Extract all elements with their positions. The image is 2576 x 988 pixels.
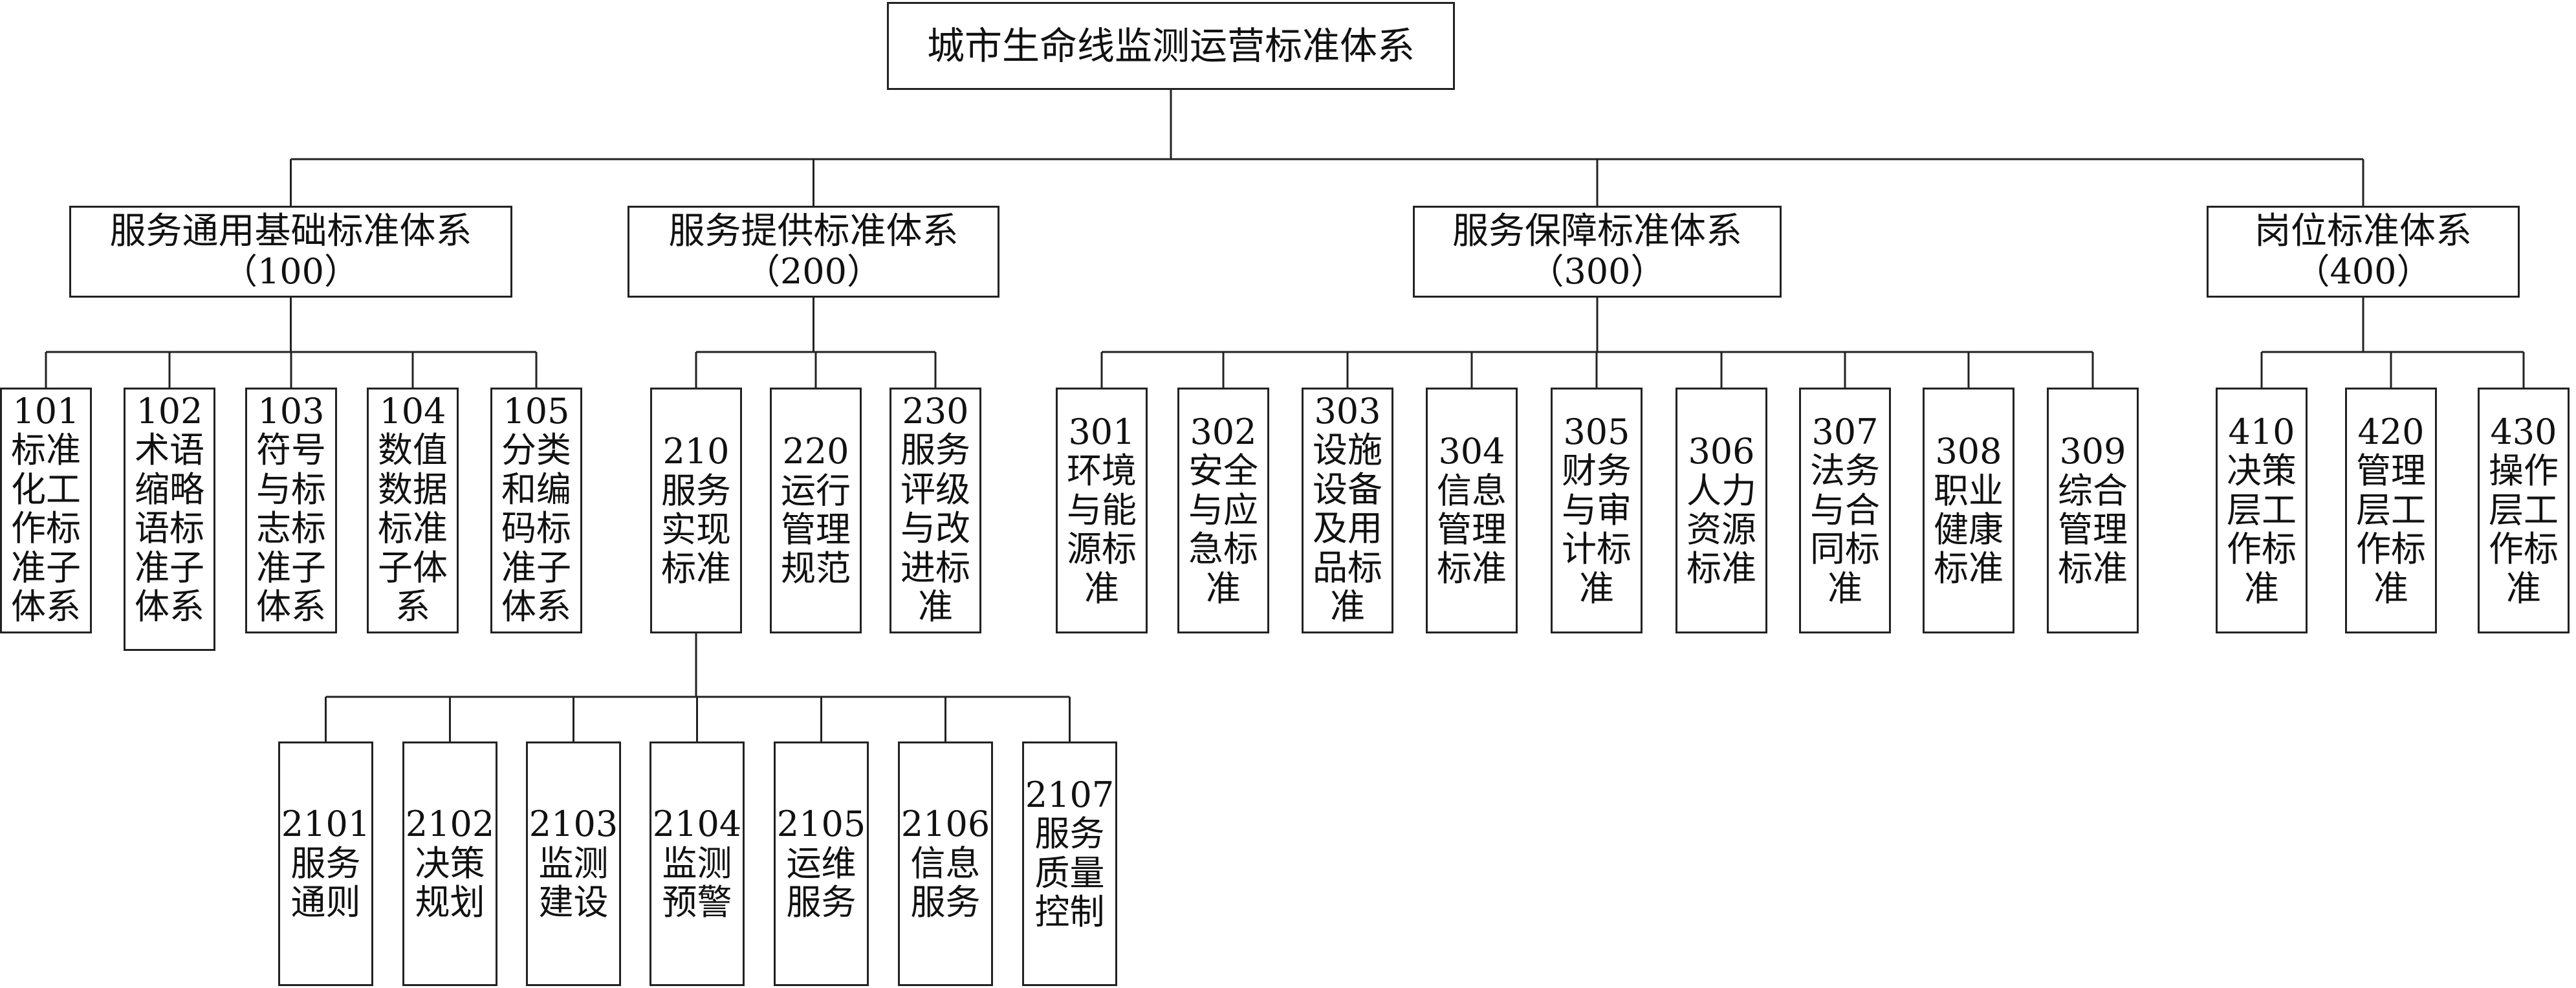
leaf-code: 308 — [1935, 431, 2002, 472]
leaf-name: 信息管理标准 — [1437, 470, 1507, 589]
leaf-node-304: 304 信息管理标准 — [1426, 388, 1518, 633]
leaf-code: 301 — [1068, 411, 1135, 452]
leaf-code: 2104 — [652, 804, 742, 845]
leaf-name: 标准化工作标准子体系 — [11, 430, 81, 628]
leaf-node-2104: 2104 监测预警 — [649, 741, 745, 986]
leaf-name: 监测预警 — [662, 842, 732, 923]
leaf-code: 2106 — [901, 804, 990, 845]
leaf-node-101: 101 标准化工作标准子体系 — [0, 388, 92, 633]
leaf-code: 105 — [503, 391, 570, 432]
leaf-code: 101 — [12, 391, 80, 432]
leaf-code: 104 — [379, 391, 446, 432]
level1-node-200: 服务提供标准体系 （200） — [628, 206, 999, 298]
leaf-code: 303 — [1314, 391, 1381, 432]
leaf-code: 2101 — [281, 804, 371, 845]
leaf-code: 309 — [2059, 431, 2126, 472]
leaf-code: 2107 — [1025, 774, 1115, 815]
leaf-node-103: 103 符号与标志标准子体系 — [245, 388, 337, 633]
leaf-name: 服务质量控制 — [1034, 813, 1105, 933]
leaf-node-301: 301 环境与能源标准 — [1056, 388, 1148, 633]
leaf-node-2105: 2105 运维服务 — [774, 741, 869, 986]
leaf-node-2107: 2107 服务质量控制 — [1022, 741, 1117, 986]
leaf-name: 操作层工作标准 — [2489, 450, 2559, 609]
leaf-node-303: 303 设施设备及用品标准 — [1302, 388, 1393, 633]
leaf-node-308: 308 职业健康标准 — [1923, 388, 2014, 633]
leaf-code: 102 — [136, 391, 203, 432]
level1-title: 岗位标准体系 — [2254, 210, 2472, 253]
leaf-node-305: 305 财务与审计标准 — [1551, 388, 1643, 633]
leaf-name: 服务实现标准 — [661, 470, 731, 589]
leaf-code: 305 — [1563, 411, 1630, 452]
leaf-node-302: 302 安全与应急标准 — [1177, 388, 1269, 633]
leaf-name: 数值数据标准子体系 — [378, 430, 448, 628]
leaf-name: 职业健康标准 — [1934, 470, 2003, 589]
leaf-node-102: 102 术语缩略语标准子体系 — [124, 388, 215, 651]
level1-code: （400） — [2295, 251, 2432, 292]
level1-title: 服务保障标准体系 — [1452, 210, 1742, 253]
leaf-code: 2105 — [776, 804, 866, 845]
leaf-code: 304 — [1438, 431, 1505, 472]
leaf-name: 运行管理规范 — [781, 470, 851, 589]
leaf-code: 230 — [902, 391, 969, 432]
leaf-node-420: 420 管理层工作标准 — [2345, 388, 2437, 633]
leaf-name: 决策规划 — [415, 842, 485, 923]
leaf-code: 420 — [2357, 411, 2425, 452]
leaf-name: 决策层工作标准 — [2227, 450, 2297, 609]
level1-node-400: 岗位标准体系 （400） — [2207, 206, 2520, 298]
leaf-code: 410 — [2228, 411, 2295, 452]
root-node: 城市生命线监测运营标准体系 — [887, 2, 1455, 90]
leaf-code: 210 — [662, 431, 730, 472]
leaf-name: 法务与合同标准 — [1810, 450, 1880, 609]
leaf-node-309: 309 综合管理标准 — [2047, 388, 2139, 633]
leaf-name: 管理层工作标准 — [2356, 450, 2426, 609]
leaf-code: 2102 — [405, 804, 495, 845]
leaf-name: 信息服务 — [910, 842, 981, 923]
leaf-node-104: 104 数值数据标准子体系 — [367, 388, 459, 633]
leaf-name: 环境与能源标准 — [1067, 450, 1137, 609]
leaf-name: 分类和编码标准子体系 — [501, 430, 571, 628]
leaf-name: 运维服务 — [786, 842, 857, 923]
level1-code: （300） — [1529, 251, 1666, 292]
leaf-node-105: 105 分类和编码标准子体系 — [490, 388, 582, 633]
level1-title: 服务通用基础标准体系 — [109, 210, 472, 253]
leaf-node-230: 230 服务评级与改进标准 — [890, 388, 981, 633]
leaf-code: 302 — [1190, 411, 1257, 452]
leaf-node-2102: 2102 决策规划 — [402, 741, 497, 986]
leaf-code: 306 — [1688, 431, 1755, 472]
leaf-node-2106: 2106 信息服务 — [898, 741, 993, 986]
level1-node-100: 服务通用基础标准体系 （100） — [69, 206, 512, 298]
leaf-node-210: 210 服务实现标准 — [650, 388, 742, 633]
leaf-name: 符号与标志标准子体系 — [256, 430, 326, 628]
leaf-node-307: 307 法务与合同标准 — [1799, 388, 1891, 633]
leaf-code: 430 — [2490, 411, 2557, 452]
leaf-node-220: 220 运行管理规范 — [770, 388, 862, 633]
leaf-name: 安全与应急标准 — [1188, 450, 1258, 609]
leaf-code: 2103 — [529, 804, 618, 845]
leaf-name: 综合管理标准 — [2058, 470, 2128, 589]
leaf-node-306: 306 人力资源标准 — [1675, 388, 1767, 633]
leaf-node-410: 410 决策层工作标准 — [2216, 388, 2308, 633]
level1-title: 服务提供标准体系 — [668, 210, 959, 253]
leaf-name: 财务与审计标准 — [1562, 450, 1632, 609]
leaf-name: 设施设备及用品标准 — [1313, 430, 1382, 628]
leaf-name: 人力资源标准 — [1686, 470, 1756, 589]
root-title: 城市生命线监测运营标准体系 — [926, 23, 1415, 68]
level1-code: （100） — [222, 251, 360, 292]
leaf-code: 220 — [782, 431, 849, 472]
leaf-code: 103 — [257, 391, 325, 432]
leaf-node-2101: 2101 服务通则 — [278, 741, 373, 986]
leaf-code: 307 — [1811, 411, 1879, 452]
level1-code: （200） — [745, 251, 882, 292]
leaf-name: 服务评级与改进标准 — [901, 430, 970, 628]
leaf-name: 服务通则 — [290, 842, 361, 923]
leaf-name: 监测建设 — [538, 842, 609, 923]
level1-node-300: 服务保障标准体系 （300） — [1413, 206, 1782, 298]
leaf-node-2103: 2103 监测建设 — [526, 741, 621, 986]
leaf-name: 术语缩略语标准子体系 — [135, 430, 204, 628]
leaf-node-430: 430 操作层工作标准 — [2478, 388, 2570, 633]
